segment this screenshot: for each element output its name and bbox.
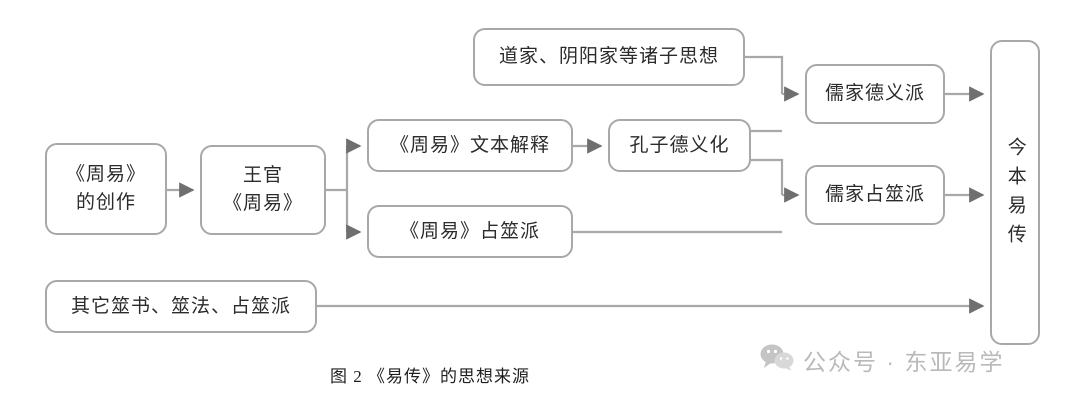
node-zhouyi-divination-school[interactable]: 《周易》占筮派 <box>367 205 573 258</box>
node-kongzi-deyi[interactable]: 孔子德义化 <box>608 119 751 172</box>
edge-kongzi-bottom-out <box>751 158 784 195</box>
node-jinben-yizhuan[interactable]: 今本易传 <box>990 40 1040 345</box>
node-daojia-yinyang-thought[interactable]: 道家、阴阳家等诸子思想 <box>473 28 745 86</box>
node-wangguan-zhouyi[interactable]: 王官 《周易》 <box>200 145 326 235</box>
node-confucian-deyi-school[interactable]: 儒家德义派 <box>805 64 945 124</box>
node-zhouyi-text-interpretation[interactable]: 《周易》文本解释 <box>367 119 573 172</box>
watermark: 公众号 · 东亚易学 <box>760 343 1004 377</box>
edge-daojia-out <box>745 55 784 94</box>
figure-caption: 图 2 《易传》的思想来源 <box>330 367 530 386</box>
node-zhouyi-creation[interactable]: 《周易》 的创作 <box>45 143 167 235</box>
node-other-divination-texts[interactable]: 其它筮书、筮法、占筮派 <box>45 280 317 333</box>
watermark-text: 公众号 · 东亚易学 <box>803 349 1005 375</box>
wechat-icon <box>760 343 794 377</box>
node-confucian-divination-school[interactable]: 儒家占筮派 <box>805 165 945 225</box>
